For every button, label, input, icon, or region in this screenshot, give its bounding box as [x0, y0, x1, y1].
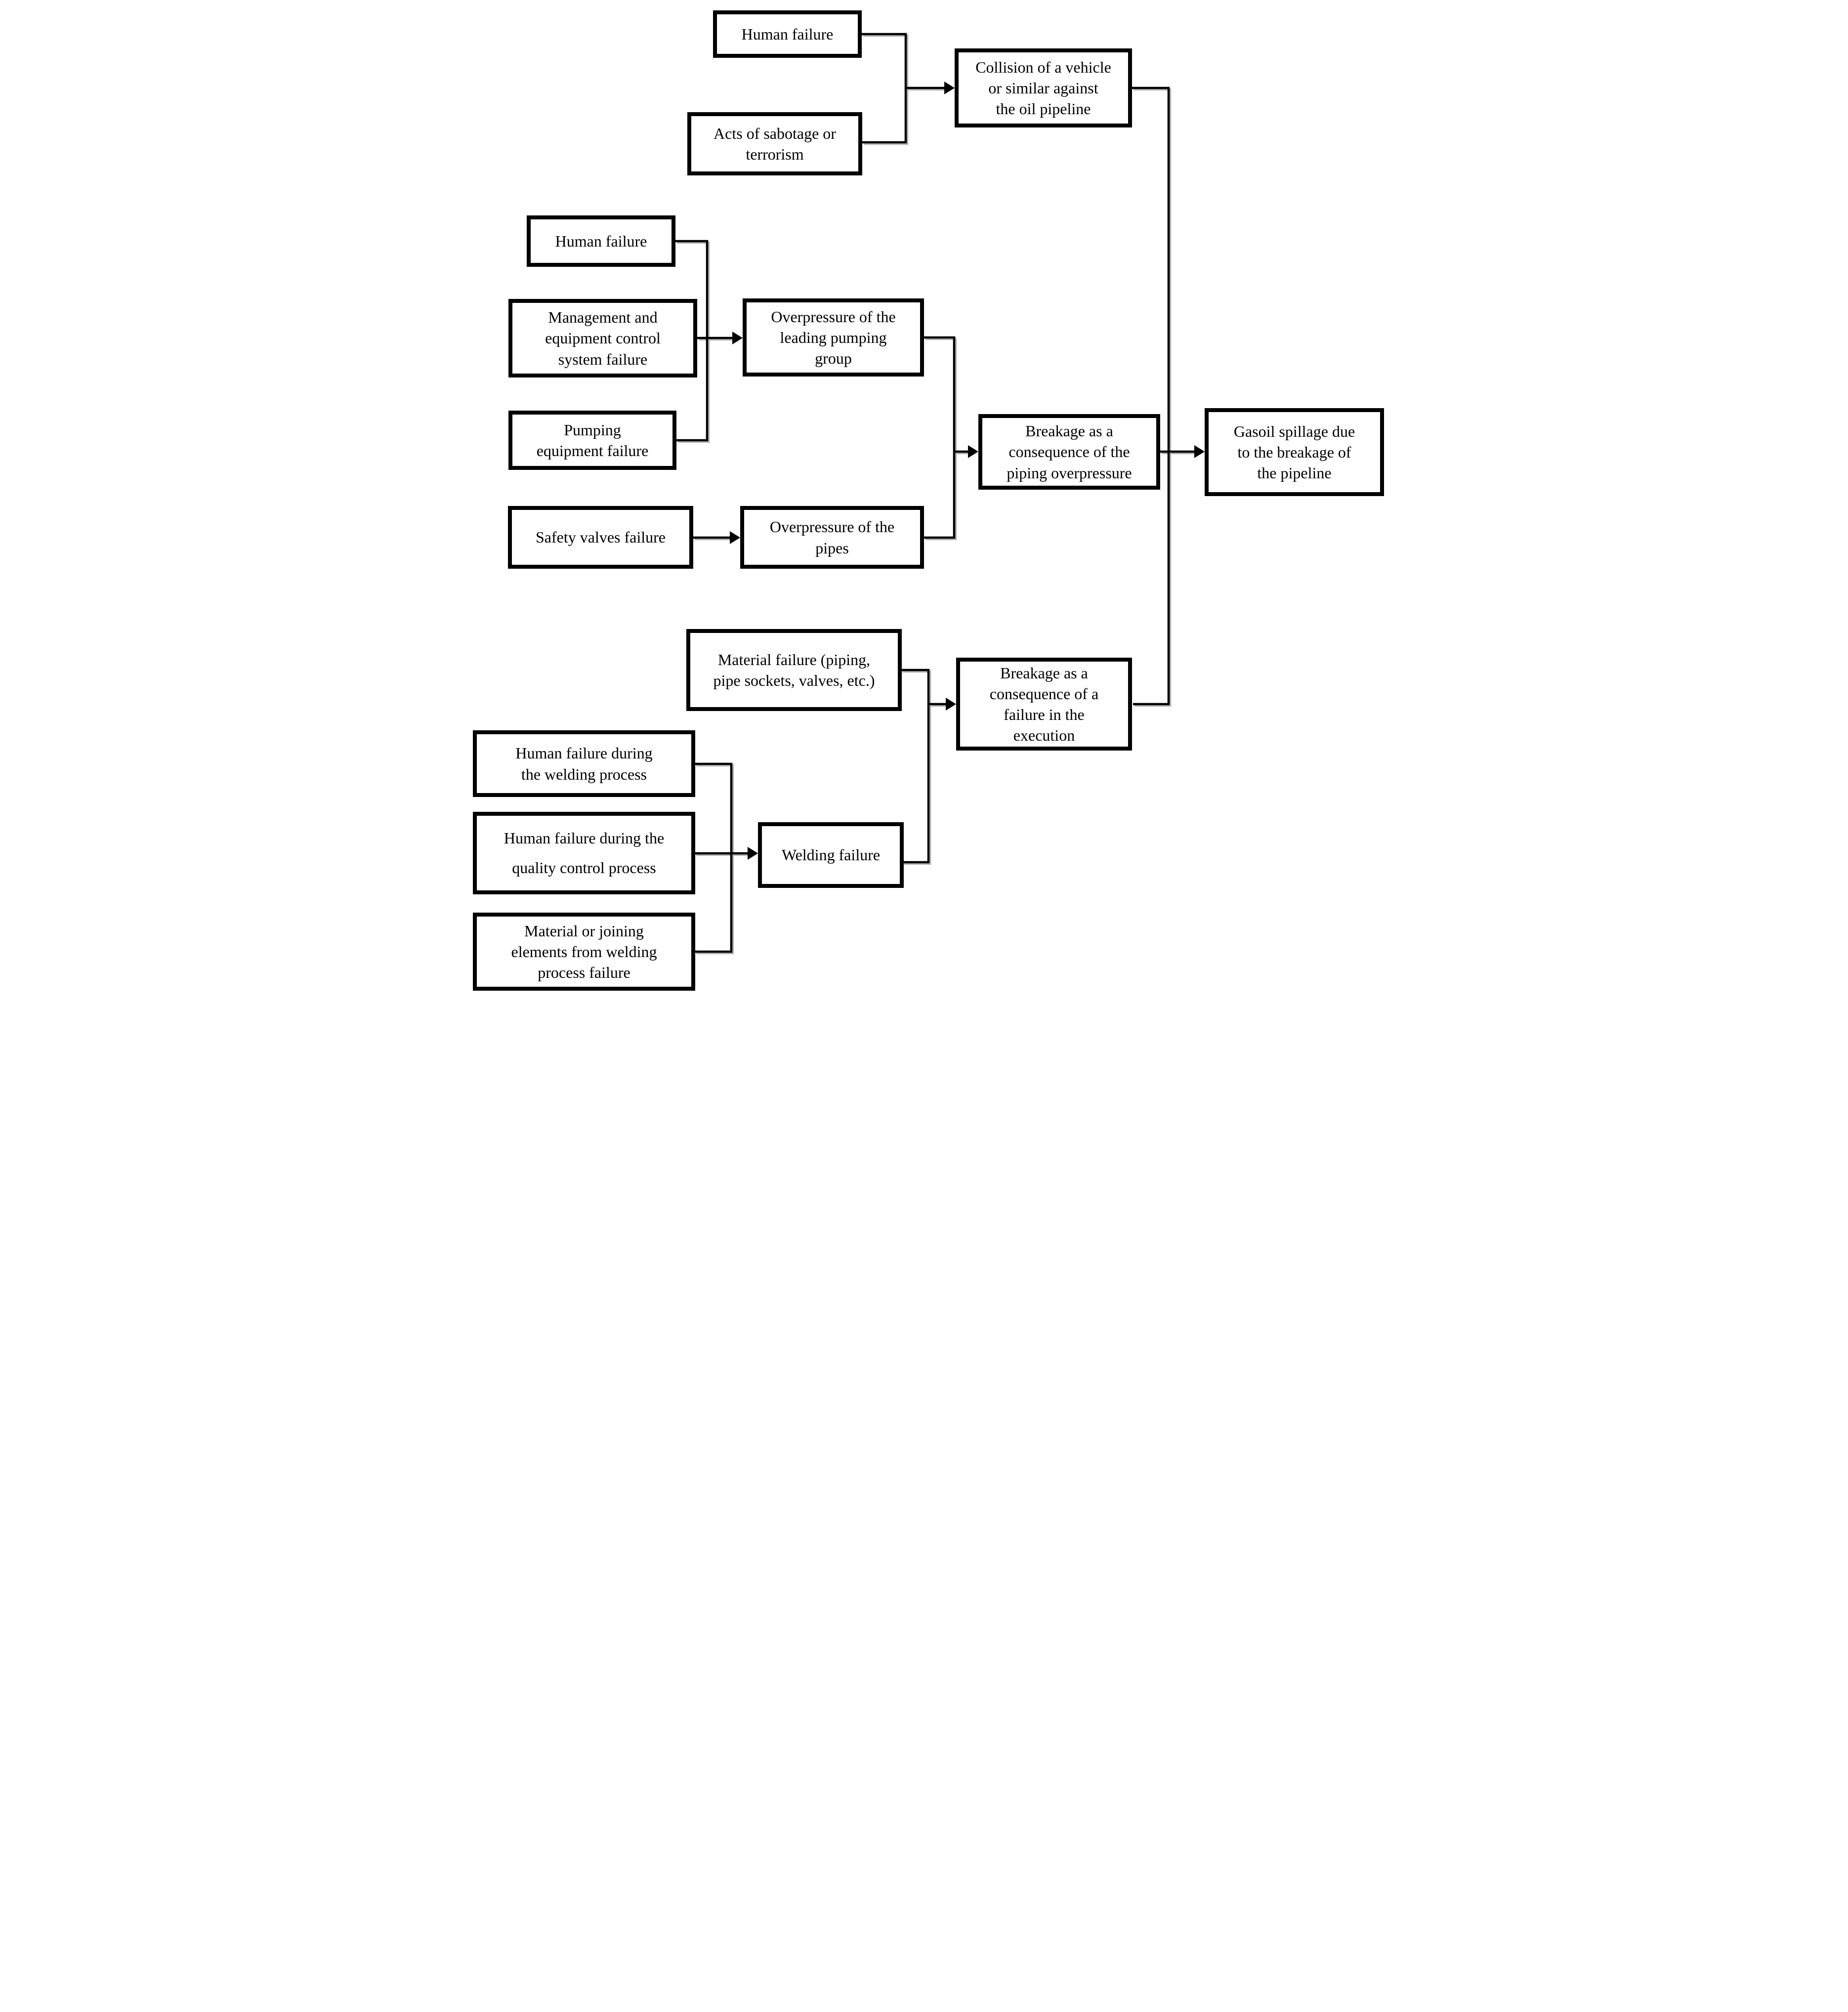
- node-label: Acts of sabotage or terrorism: [714, 124, 836, 163]
- node-human-failure-mid: Human failure: [527, 215, 675, 267]
- node-label: Safety valves failure: [536, 528, 666, 546]
- node-material-joining-failure: Material or joining elements from weldin…: [473, 913, 695, 991]
- node-human-failure-top: Human failure: [713, 10, 862, 58]
- node-pumping-equipment-failure: Pumping equipment failure: [508, 411, 676, 470]
- node-safety-valves-failure: Safety valves failure: [508, 506, 693, 569]
- node-label: Management and equipment control system …: [545, 308, 661, 368]
- edge-execution-inputs-bus: [901, 669, 930, 864]
- node-label: Material or joining elements from weldin…: [511, 922, 657, 982]
- node-label: Human failure: [555, 232, 647, 250]
- node-collision-vehicle: Collision of a vehicle or similar agains…: [955, 48, 1132, 127]
- node-gasoil-spillage: Gasoil spillage due to the breakage of t…: [1205, 408, 1384, 496]
- node-breakage-execution: Breakage as a consequence of a failure i…: [956, 658, 1132, 751]
- node-breakage-piping-overpressure: Breakage as a consequence of the piping …: [978, 414, 1160, 490]
- edge-welding-inputs-bus: [695, 762, 733, 953]
- node-acts-of-sabotage: Acts of sabotage or terrorism: [687, 112, 862, 175]
- node-label: Welding failure: [781, 846, 881, 864]
- node-label: Human failure during the quality control…: [504, 829, 665, 877]
- node-overpressure-pumping-group: Overpressure of the leading pumping grou…: [743, 298, 924, 377]
- arrowhead-breakage-overpressure: [968, 445, 978, 458]
- node-label: Overpressure of the leading pumping grou…: [771, 307, 896, 368]
- node-welding-failure: Welding failure: [758, 822, 904, 888]
- node-label: Human failure during the welding process: [515, 744, 653, 783]
- node-label: Pumping equipment failure: [536, 420, 649, 460]
- node-label: Gasoil spillage due to the breakage of t…: [1233, 422, 1355, 482]
- node-label: Breakage as a consequence of a failure i…: [989, 664, 1099, 745]
- node-label: Human failure: [741, 25, 834, 43]
- arrowhead-overpressure-pipes: [730, 531, 740, 544]
- node-label: Breakage as a consequence of the piping …: [1007, 422, 1132, 482]
- edge-collision-execution-bus: [1132, 86, 1170, 706]
- node-label: Overpressure of the pipes: [769, 518, 895, 557]
- arrowhead-welding-failure: [748, 847, 758, 860]
- arrowhead-breakage-execution: [946, 698, 956, 711]
- node-human-failure-welding: Human failure during the welding process: [473, 730, 695, 797]
- arrowhead-gasoil: [1194, 445, 1205, 458]
- node-label: Material failure (piping, pipe sockets, …: [713, 650, 875, 689]
- arrowhead-collision: [944, 82, 955, 94]
- flow-diagram: Human failure Acts of sabotage or terror…: [462, 0, 1386, 1006]
- node-material-failure: Material failure (piping, pipe sockets, …: [686, 629, 902, 711]
- node-human-failure-quality: Human failure during the quality control…: [473, 812, 695, 894]
- edge-humanfailure-sabotage-bus: [862, 33, 907, 144]
- node-label: Collision of a vehicle or similar agains…: [975, 58, 1111, 118]
- edge-overpressure-bus: [924, 336, 956, 539]
- arrowhead-overpressure-pumping: [732, 332, 743, 344]
- node-overpressure-pipes: Overpressure of the pipes: [740, 506, 924, 569]
- node-management-control-failure: Management and equipment control system …: [508, 299, 697, 377]
